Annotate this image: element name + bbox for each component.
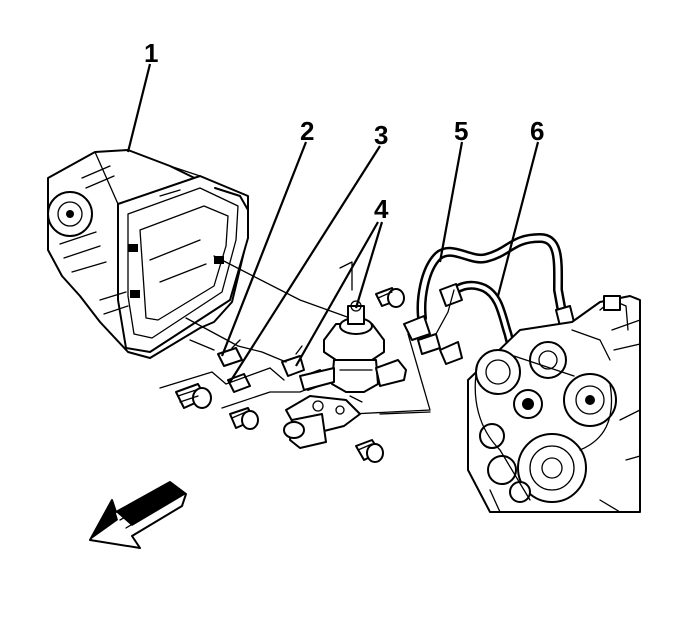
bolt-left-lower [175, 383, 212, 409]
callout-1: 1 [144, 38, 158, 68]
callout-labels: 1 2 3 4 5 6 [144, 38, 544, 224]
leader-1 [126, 63, 152, 153]
callout-5: 5 [454, 116, 468, 146]
assembly-guide-lines [159, 255, 431, 415]
leader-6 [496, 141, 540, 297]
bolt-lower-right [355, 439, 384, 463]
callout-4: 4 [374, 194, 389, 224]
bolt-upper [375, 287, 405, 308]
hose-clips [417, 289, 455, 355]
hose-6 [439, 280, 517, 365]
callout-leaders [126, 63, 540, 383]
leader-2 [220, 141, 308, 357]
pump-valve-assembly [283, 300, 407, 449]
callout-3: 3 [374, 120, 388, 150]
front-direction-arrow-icon [89, 481, 187, 549]
callout-2: 2 [300, 116, 314, 146]
hose-5 [403, 232, 575, 341]
callout-6: 6 [530, 116, 544, 146]
bolt-center-lower [229, 407, 259, 430]
leader-4a [354, 221, 384, 309]
leader-5 [438, 141, 464, 263]
engine-assembly [467, 295, 641, 513]
air-cleaner-housing [47, 149, 249, 359]
leader-3 [229, 145, 381, 383]
leader-4b [295, 221, 379, 367]
